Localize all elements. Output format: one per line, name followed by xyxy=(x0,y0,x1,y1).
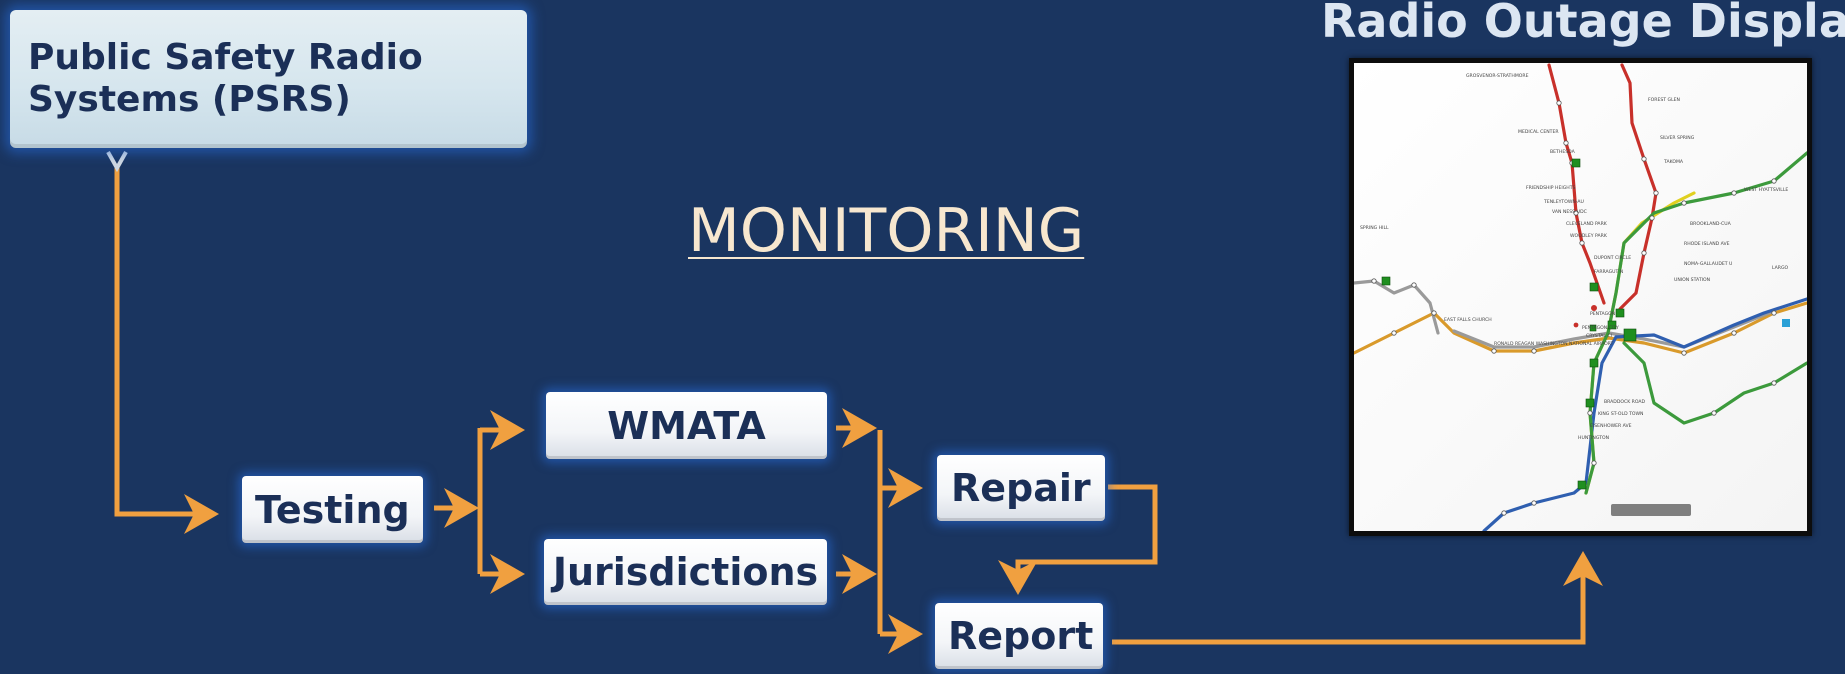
map-scale-bar xyxy=(1611,504,1691,516)
svg-text:FOREST GLEN: FOREST GLEN xyxy=(1648,97,1680,103)
svg-text:MEDICAL CENTER: MEDICAL CENTER xyxy=(1518,129,1559,135)
svg-text:NOMA-GALLAUDET U: NOMA-GALLAUDET U xyxy=(1684,261,1732,267)
radio-outage-display-title: Radio Outage Display xyxy=(1321,0,1845,48)
metro-line-green xyxy=(1584,151,1807,495)
node-testing-label: Testing xyxy=(255,487,410,532)
outage-markers xyxy=(1381,158,1637,490)
node-jurisdictions: Jurisdictions xyxy=(544,539,827,605)
edge-repair-report xyxy=(998,484,1158,595)
svg-text:EISENHOWER AVE: EISENHOWER AVE xyxy=(1590,423,1632,429)
node-psrs-label: Public Safety Radio Systems (PSRS) xyxy=(28,37,423,120)
node-report-label: Report xyxy=(948,614,1094,658)
node-repair-label: Repair xyxy=(951,466,1091,510)
svg-text:SPRING HILL: SPRING HILL xyxy=(1360,225,1389,231)
psrs-notch xyxy=(106,151,128,173)
svg-text:RONALD REAGAN WASHINGTON NATIO: RONALD REAGAN WASHINGTON NATIONAL AIRPOR… xyxy=(1494,341,1614,347)
svg-text:CLEVELAND PARK: CLEVELAND PARK xyxy=(1566,221,1608,227)
svg-text:GROSVENOR-STRATHMORE: GROSVENOR-STRATHMORE xyxy=(1466,73,1529,79)
node-jurisdictions-label: Jurisdictions xyxy=(552,550,819,594)
edge-psrs-testing xyxy=(114,168,219,534)
node-repair: Repair xyxy=(937,455,1105,521)
svg-text:SILVER SPRING: SILVER SPRING xyxy=(1660,135,1695,141)
metro-stations xyxy=(1371,100,1777,516)
outage-marker-blue xyxy=(1782,319,1790,327)
node-wmata-label: WMATA xyxy=(607,403,766,448)
metro-line-blue xyxy=(1482,297,1807,531)
svg-text:CRYSTAL CI: CRYSTAL CI xyxy=(1586,333,1612,339)
radio-outage-map: GROSVENOR-STRATHMORE FOREST GLEN MEDICAL… xyxy=(1349,58,1812,536)
station-labels: GROSVENOR-STRATHMORE FOREST GLEN MEDICAL… xyxy=(1360,73,1789,441)
svg-text:KING ST-OLD TOWN: KING ST-OLD TOWN xyxy=(1598,411,1643,417)
svg-text:LARGO: LARGO xyxy=(1772,265,1789,271)
node-report: Report xyxy=(935,603,1103,669)
svg-text:DUPONT CIRCLE: DUPONT CIRCLE xyxy=(1594,255,1631,261)
edge-report-display xyxy=(1112,551,1603,645)
svg-text:WOODLEY PARK: WOODLEY PARK xyxy=(1570,233,1608,239)
node-testing: Testing xyxy=(242,476,423,543)
svg-text:FARRAGUT N: FARRAGUT N xyxy=(1594,269,1623,275)
svg-text:PENTAGON: PENTAGON xyxy=(1590,311,1615,317)
svg-text:BRADDOCK ROAD: BRADDOCK ROAD xyxy=(1604,399,1646,405)
svg-text:VAN NESS-UDC: VAN NESS-UDC xyxy=(1552,209,1587,215)
svg-text:BETHESDA: BETHESDA xyxy=(1550,149,1576,155)
svg-text:RHODE ISLAND AVE: RHODE ISLAND AVE xyxy=(1684,241,1730,247)
node-wmata: WMATA xyxy=(546,392,827,459)
svg-text:UNION STATION: UNION STATION xyxy=(1674,277,1710,283)
svg-text:TENLEYTOWN-AU: TENLEYTOWN-AU xyxy=(1543,199,1584,205)
svg-text:HUNTINGTON: HUNTINGTON xyxy=(1578,435,1609,441)
svg-text:TAKOMA: TAKOMA xyxy=(1663,159,1684,165)
outage-markers-red xyxy=(1573,305,1597,328)
svg-text:FRIENDSHIP HEIGHTS: FRIENDSHIP HEIGHTS xyxy=(1526,185,1576,191)
metro-map-lines: GROSVENOR-STRATHMORE FOREST GLEN MEDICAL… xyxy=(1354,63,1807,531)
metro-map-canvas: GROSVENOR-STRATHMORE FOREST GLEN MEDICAL… xyxy=(1354,63,1807,531)
node-psrs: Public Safety Radio Systems (PSRS) xyxy=(10,10,527,148)
diagram-title: MONITORING xyxy=(688,196,1085,266)
svg-text:PENTAGON CITY: PENTAGON CITY xyxy=(1582,325,1619,331)
svg-text:EAST FALLS CHURCH: EAST FALLS CHURCH xyxy=(1444,317,1492,323)
svg-text:WEST HYATTSVILLE: WEST HYATTSVILLE xyxy=(1744,187,1788,193)
metro-line-silver xyxy=(1354,279,1776,349)
svg-text:BROOKLAND-CUA: BROOKLAND-CUA xyxy=(1690,221,1732,227)
